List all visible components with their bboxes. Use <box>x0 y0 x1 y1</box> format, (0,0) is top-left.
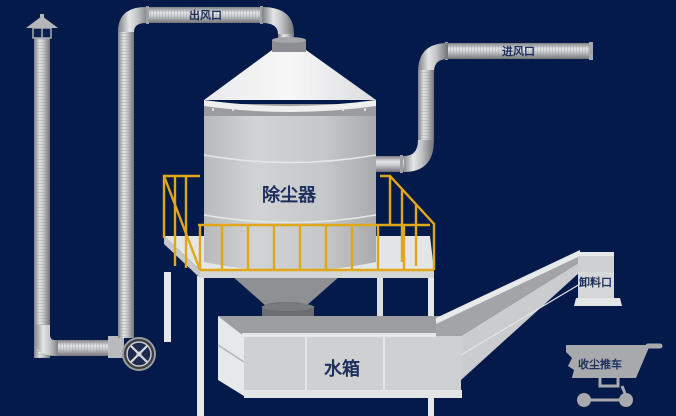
outlet-pipe <box>118 6 294 338</box>
conveyor-trough <box>436 250 622 398</box>
cart-icon[interactable] <box>566 343 663 407</box>
dust-cart-label: 收尘推车 <box>578 358 622 371</box>
dust-collector-label: 除尘器 <box>262 185 316 206</box>
fan-icon[interactable] <box>122 337 156 371</box>
exhaust-chimney <box>26 14 58 358</box>
platform-railing <box>162 174 436 272</box>
water-tank <box>217 316 444 398</box>
dust-collector-tank <box>203 37 377 271</box>
inlet-label: 进风口 <box>502 45 535 58</box>
discharge-port-label: 卸料口 <box>579 276 612 289</box>
inlet-pipe <box>376 42 593 173</box>
outlet-label: 出风口 <box>189 9 222 22</box>
water-tank-label: 水箱 <box>324 359 360 380</box>
chimney-to-fan-duct <box>34 325 124 358</box>
chimney-cap-icon <box>26 14 58 39</box>
